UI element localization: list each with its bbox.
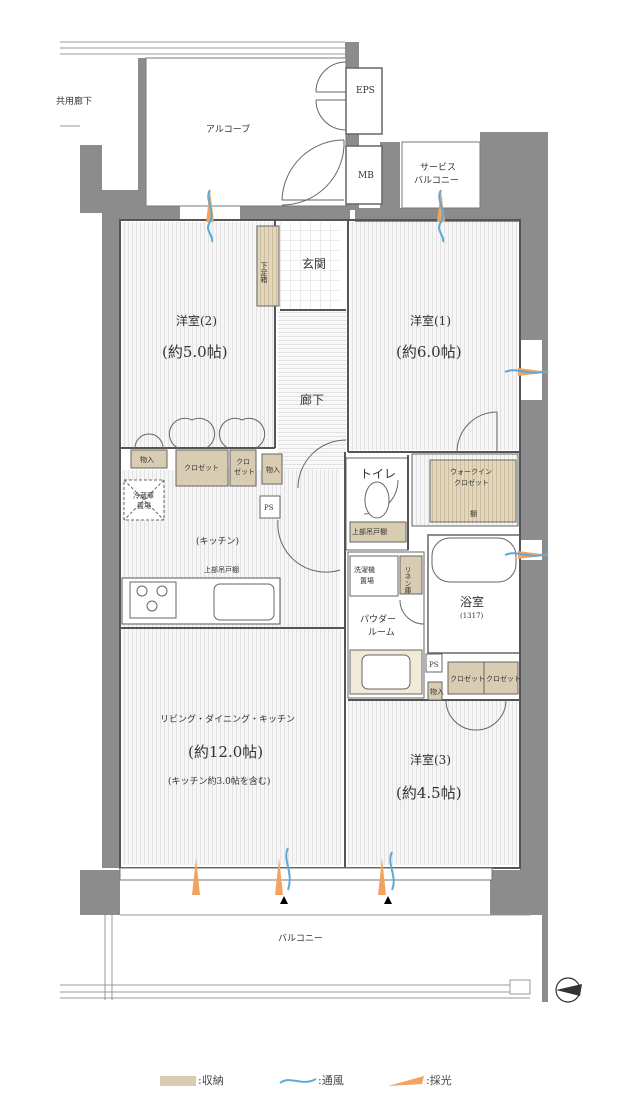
washer-space: [349, 555, 399, 597]
legend-storage-swatch: [160, 1076, 196, 1086]
balcony-area: [60, 867, 531, 1000]
storage-hall: [261, 453, 283, 485]
label-washer-1: 洗濯機: [354, 565, 375, 574]
ps-box-2: [425, 653, 443, 673]
labels: 共用廊下 アルコーブ EPS MB サービス バルコニー 玄関 下足箱 洋室(2…: [56, 86, 521, 944]
label-entrance: 玄関: [302, 256, 326, 271]
room3-floor: [348, 700, 518, 865]
label-service-balcony-1: サービス: [420, 162, 456, 173]
storage-room3: [427, 681, 443, 701]
label-upper-cabinet: 上部吊戸棚: [204, 565, 239, 574]
label-eps: EPS: [356, 86, 375, 96]
shoe-cabinet: [256, 225, 280, 307]
label-storage-room2: 物入: [140, 455, 154, 464]
label-hallway: 廊下: [300, 392, 324, 407]
label-room2-name: 洋室(2): [176, 313, 217, 328]
closet-room2-a: [175, 449, 229, 487]
label-bath-size: (1317): [460, 612, 484, 620]
label-ps-2: PS: [429, 661, 439, 669]
room1-floor: [350, 222, 518, 450]
window-markers: [280, 896, 392, 904]
legend-storage-label: :収納: [198, 1074, 224, 1087]
label-powder-2: ルーム: [368, 627, 395, 638]
fixtures: [121, 479, 517, 690]
label-balcony: バルコニー: [278, 933, 323, 944]
label-shoe-cabinet: 下足箱: [260, 262, 268, 284]
label-closet-short-1: クロ: [236, 458, 250, 466]
label-kitchen: (キッチン): [196, 536, 239, 547]
public-corridor: [60, 41, 345, 127]
closet-room2-b: [229, 449, 257, 487]
label-room3-name: 洋室(3): [410, 752, 451, 767]
label-toilet: トイレ: [360, 467, 396, 481]
label-ldk-note: (キッチン約3.0帖を含む): [168, 775, 270, 787]
legend-ventilation-icon: [279, 1078, 317, 1084]
hallway-floor: [278, 310, 346, 470]
legend-daylight-icon: [388, 1076, 424, 1086]
mb-box: [345, 145, 383, 205]
walkin-shelf: [429, 459, 517, 523]
label-closet-short-2: ゼット: [234, 467, 255, 476]
toilet-cabinet: [349, 521, 407, 543]
compass-icon: [555, 977, 582, 1003]
toilet-bowl: [364, 481, 390, 519]
label-fridge-2: 置場: [137, 501, 151, 510]
label-toilet-shelf: 上部吊戸棚: [352, 527, 387, 536]
label-storage-room3: 物入: [430, 687, 444, 696]
label-washer-2: 置場: [360, 576, 374, 585]
legend-daylight-label: :採光: [426, 1074, 452, 1087]
label-ldk-name: リビング・ダイニング・キッチン: [160, 713, 295, 725]
label-ps-1: PS: [264, 504, 274, 512]
fridge-space: [123, 479, 165, 521]
storage-room2: [130, 449, 168, 469]
label-storage-hall: 物入: [266, 465, 280, 474]
basin: [361, 654, 411, 690]
label-powder-1: パウダー: [360, 613, 396, 625]
label-alcove: アルコーブ: [206, 123, 250, 135]
label-closet-room3-b: クロゼット: [486, 674, 521, 683]
daylight-arrows: [192, 190, 550, 895]
legend: :収納 :通風 :採光: [160, 1072, 500, 1092]
label-closet-room3-a: クロゼット: [450, 674, 485, 683]
label-public-corridor: 共用廊下: [56, 95, 92, 107]
eps-box: [345, 67, 383, 135]
label-fridge-1: 冷蔵庫: [133, 491, 154, 500]
ldk-floor: [122, 630, 342, 865]
label-closet-room2: クロゼット: [184, 463, 219, 472]
label-mb: MB: [358, 171, 374, 181]
ps-box-1: [259, 495, 281, 519]
label-walkin-1: ウォークイン: [450, 468, 492, 476]
stove: [129, 581, 177, 619]
closet-room3-b: [483, 661, 519, 695]
bathtub: [431, 537, 517, 583]
label-room3-size: (約4.5帖): [396, 784, 462, 802]
label-bath-name: 浴室: [460, 594, 484, 609]
door-swings: [134, 61, 507, 731]
sink: [213, 583, 275, 621]
interior-walls: [119, 219, 521, 869]
label-ldk-size: (約12.0帖): [188, 743, 263, 761]
legend-ventilation-label: :通風: [318, 1074, 344, 1087]
label-room2-size: (約5.0帖): [162, 343, 228, 361]
label-walkin-2: クロゼット: [454, 478, 489, 487]
linen-shelf: [399, 555, 423, 595]
storage-units: [130, 225, 519, 701]
alcove-area: [145, 57, 347, 207]
label-room1-name: 洋室(1): [410, 313, 451, 328]
label-room1-size: (約6.0帖): [396, 343, 462, 361]
room2-floor: [122, 222, 274, 447]
label-shelf: 棚: [470, 509, 477, 518]
label-linen: リネン庫: [404, 566, 412, 595]
closet-room3-a: [447, 661, 485, 695]
entrance-floor: [280, 222, 340, 310]
ventilation-waves: [207, 189, 549, 891]
label-service-balcony-2: バルコニー: [414, 175, 459, 186]
